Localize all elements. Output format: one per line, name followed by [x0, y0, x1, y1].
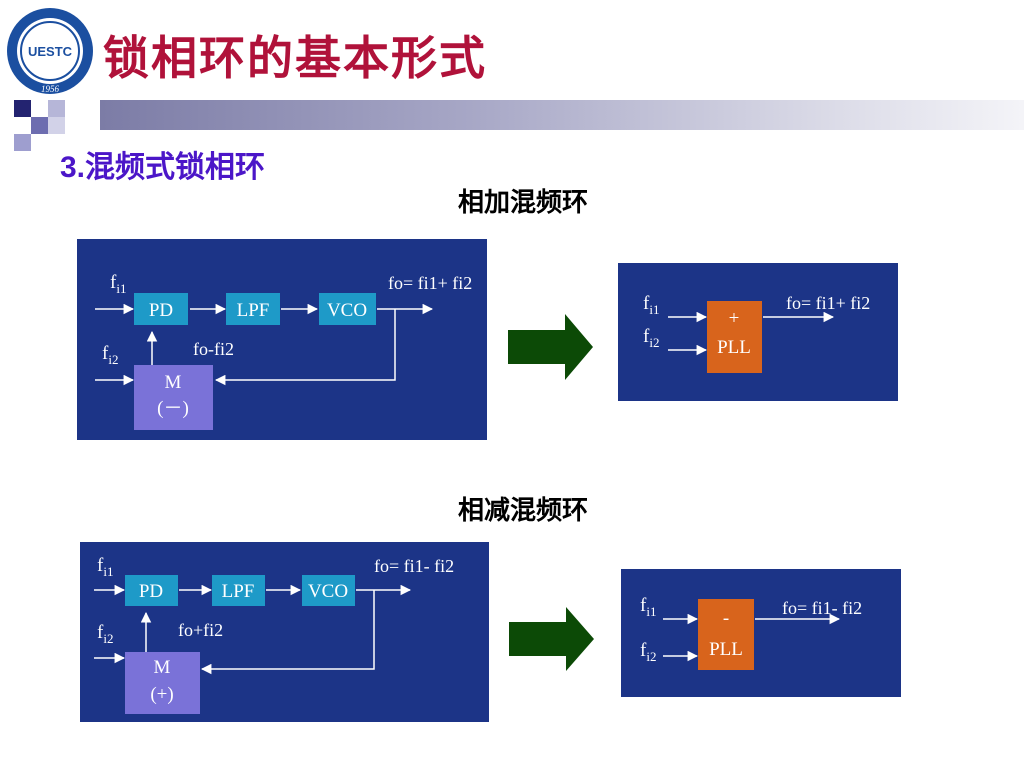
- university-logo: UESTC 1956: [5, 6, 95, 96]
- output-label: fo= fi1- fi2: [374, 556, 454, 576]
- pd-label: PD: [149, 300, 173, 321]
- logo-year: 1956: [41, 84, 60, 94]
- vco-label: VCO: [327, 300, 367, 321]
- input-1-label: fi1: [643, 293, 659, 317]
- section-heading: 3.混频式锁相环: [60, 142, 265, 186]
- pll-sign: -: [723, 608, 729, 629]
- pd-block: [134, 293, 188, 325]
- input-1-label: fi1: [97, 555, 113, 579]
- arrow-right-icon: [508, 314, 593, 380]
- pll-block: [698, 599, 754, 670]
- pll-label: PLL: [709, 639, 743, 660]
- input-2-label: fi2: [97, 622, 113, 646]
- output-label: fo= fi1- fi2: [782, 598, 862, 618]
- mixer-label: M: [154, 657, 171, 678]
- arrow-right-icon: [509, 607, 594, 671]
- diagram-caption: 相减混频环: [458, 496, 589, 526]
- lpf-block: [212, 575, 265, 606]
- lpf-label: LPF: [237, 300, 270, 321]
- input-2-label: fi2: [102, 343, 118, 367]
- loop-diagram-panel: PD LPF VCO M (+) fi1 fi2 fo= fi1- fi2 fo…: [80, 542, 489, 722]
- feedback-label: fo+fi2: [178, 620, 223, 640]
- title-band: [100, 100, 1024, 130]
- vco-block: [302, 575, 355, 606]
- diagram-caption: 相加混频环: [458, 188, 589, 218]
- lpf-label: LPF: [222, 581, 255, 602]
- mixer-block: [134, 365, 213, 430]
- pll-block-panel: - PLL fi1 fi2 fo= fi1- fi2: [621, 569, 901, 697]
- pll-sign: +: [729, 308, 740, 329]
- mixer-label: M: [165, 372, 182, 393]
- pd-label: PD: [139, 581, 163, 602]
- mixer-block: [125, 652, 200, 714]
- pd-block: [125, 575, 178, 606]
- section-title: 混频式锁相环: [85, 150, 266, 185]
- pll-block: [707, 301, 762, 373]
- output-label: fo= fi1+ fi2: [388, 273, 472, 293]
- lpf-block: [226, 293, 280, 325]
- vco-block: [319, 293, 376, 325]
- decor-square: [48, 100, 65, 117]
- pll-block-panel: + PLL fi1 fi2 fo= fi1+ fi2: [618, 263, 898, 401]
- slide-title: 锁相环的基本形式: [103, 31, 487, 85]
- vco-label: VCO: [308, 581, 348, 602]
- mixer-sign: (+): [150, 684, 173, 705]
- decor-square: [31, 117, 48, 134]
- input-1-label: fi1: [110, 272, 126, 296]
- decor-square: [14, 134, 31, 151]
- section-number: 3.: [60, 151, 86, 184]
- decor-square: [14, 100, 31, 117]
- input-2-label: fi2: [640, 640, 656, 664]
- loop-diagram-panel: PD LPF VCO M (－) fi1 fi2 fo= fi1+ fi2 fo…: [77, 239, 487, 440]
- logo-text: UESTC: [28, 44, 73, 59]
- pll-label: PLL: [717, 337, 751, 358]
- input-2-label: fi2: [643, 326, 659, 350]
- decor-square: [48, 117, 65, 134]
- feedback-label: fo-fi2: [193, 339, 234, 359]
- mixer-sign: (－): [157, 398, 189, 419]
- input-1-label: fi1: [640, 595, 656, 619]
- output-label: fo= fi1+ fi2: [786, 293, 870, 313]
